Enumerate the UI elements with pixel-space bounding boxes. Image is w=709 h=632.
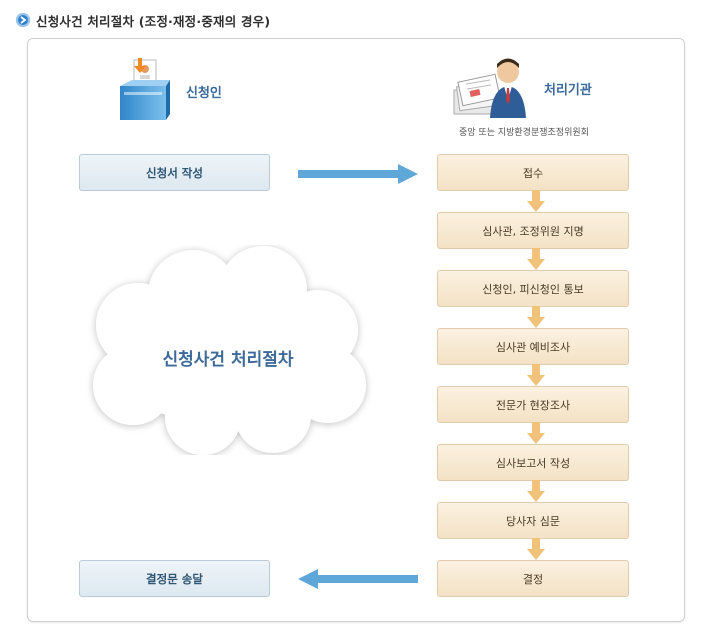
step-1: 접수	[437, 154, 629, 191]
cloud-label: 신청사건 처리절차	[162, 350, 294, 370]
arrow-down-icon	[527, 364, 545, 386]
cloud-shape	[93, 246, 366, 455]
officer-with-documents-icon	[453, 58, 526, 118]
step-2: 심사관, 조정위원 지명	[437, 212, 629, 249]
arrow-right-icon	[298, 164, 418, 184]
step-7: 당사자 심문	[437, 502, 629, 539]
step-6: 심사보고서 작성	[437, 444, 629, 481]
arrow-down-icon	[527, 190, 545, 212]
agency-label: 처리기관	[544, 82, 592, 98]
chevron-right-icon	[16, 13, 30, 27]
arrow-down-icon	[527, 422, 545, 444]
step-5: 전문가 현장조사	[437, 386, 629, 423]
agency-actor: 처리기관	[452, 56, 592, 120]
arrow-down-icon	[527, 480, 545, 502]
ballot-box-icon	[120, 58, 170, 120]
arrow-down-icon	[527, 306, 545, 328]
arrow-left-icon	[298, 569, 418, 589]
applicant-label: 신청인	[186, 85, 222, 101]
delivery-box: 결정문 송달	[79, 560, 270, 597]
applicant-actor: 신청인	[112, 56, 222, 126]
step-8: 결정	[437, 560, 629, 597]
arrow-down-icon	[527, 538, 545, 560]
step-4: 심사관 예비조사	[437, 328, 629, 365]
page-title: 신청사건 처리절차 (조정·재정·중재의 경우)	[36, 13, 271, 29]
application-box: 신청서 작성	[79, 154, 270, 191]
step-3: 신청인, 피신청인 통보	[437, 270, 629, 307]
arrow-down-icon	[527, 248, 545, 270]
agency-sublabel: 중앙 또는 지방환경분쟁조정위원회	[459, 128, 589, 138]
page-header: 신청사건 처리절차 (조정·재정·중재의 경우)	[16, 10, 270, 30]
